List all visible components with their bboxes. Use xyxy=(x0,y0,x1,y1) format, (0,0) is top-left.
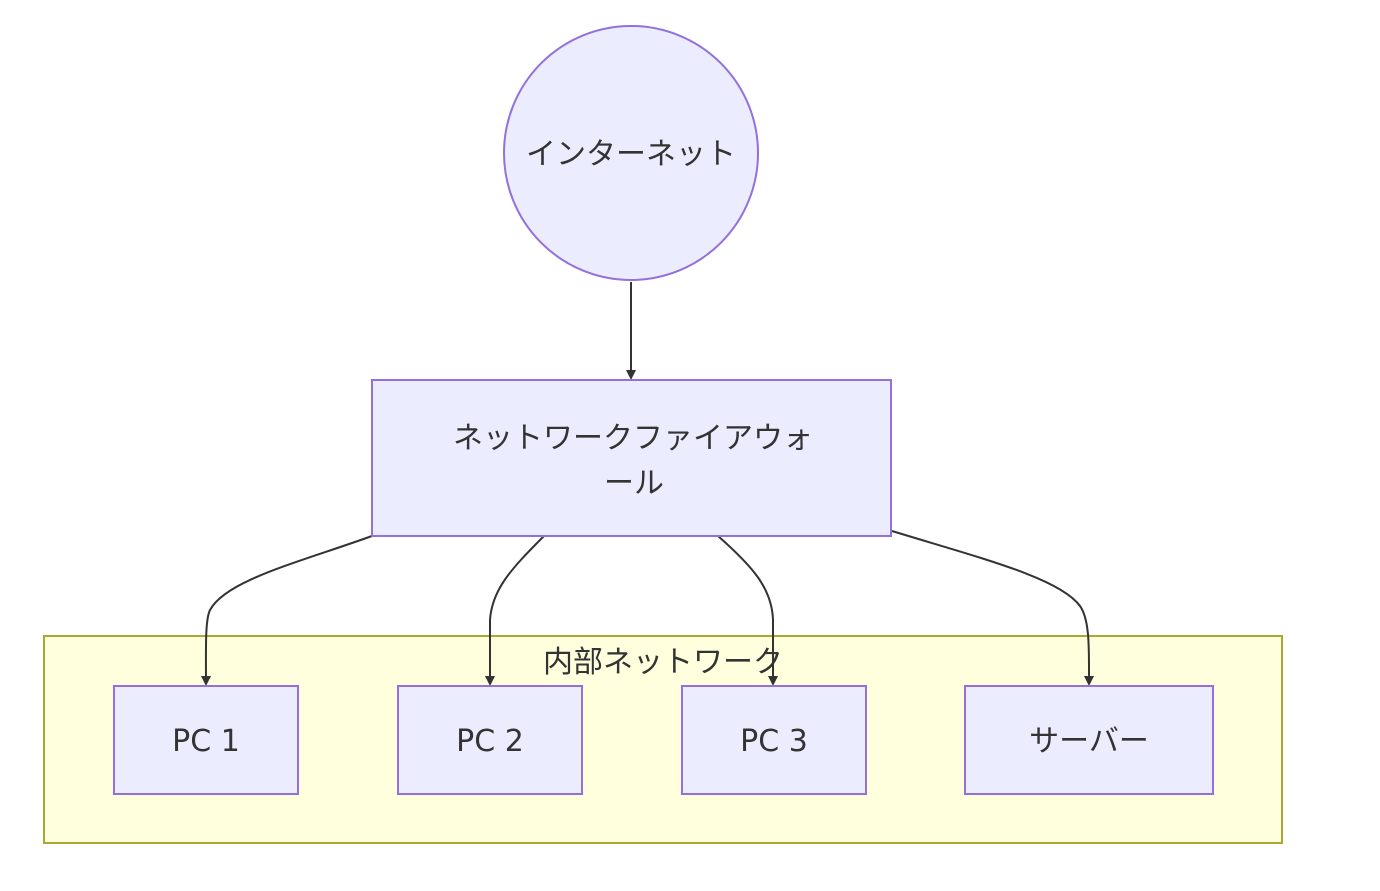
edge-firewall-server xyxy=(891,530,1095,686)
edge-firewall-pc3 xyxy=(717,535,778,686)
internet-label: インターネット xyxy=(526,137,736,172)
edges xyxy=(200,282,1095,686)
node-internet: インターネット xyxy=(503,25,759,281)
edge-firewall-pc1 xyxy=(200,535,373,686)
pc2-box xyxy=(397,685,583,795)
cluster-label: 内部ネットワーク xyxy=(543,645,783,680)
node-pc1: PC 1 xyxy=(113,685,299,795)
firewall-label-line1: ネットワークファイアウォ xyxy=(453,421,813,456)
firewall-box xyxy=(371,379,892,537)
server-box xyxy=(964,685,1214,795)
node-pc3: PC 3 xyxy=(681,685,867,795)
pc1-box xyxy=(113,685,299,795)
internet-circle xyxy=(503,25,759,281)
node-firewall: ネットワークファイアウォ ール xyxy=(371,379,892,537)
firewall-label-line2: ール xyxy=(604,466,664,501)
pc3-label: PC 3 xyxy=(740,724,808,759)
edge-firewall-pc2 xyxy=(485,535,545,686)
server-label: サーバー xyxy=(1029,724,1149,759)
pc3-box xyxy=(681,685,867,795)
node-pc2: PC 2 xyxy=(397,685,583,795)
node-server: サーバー xyxy=(964,685,1214,795)
pc1-label: PC 1 xyxy=(172,724,240,759)
pc2-label: PC 2 xyxy=(456,724,524,759)
